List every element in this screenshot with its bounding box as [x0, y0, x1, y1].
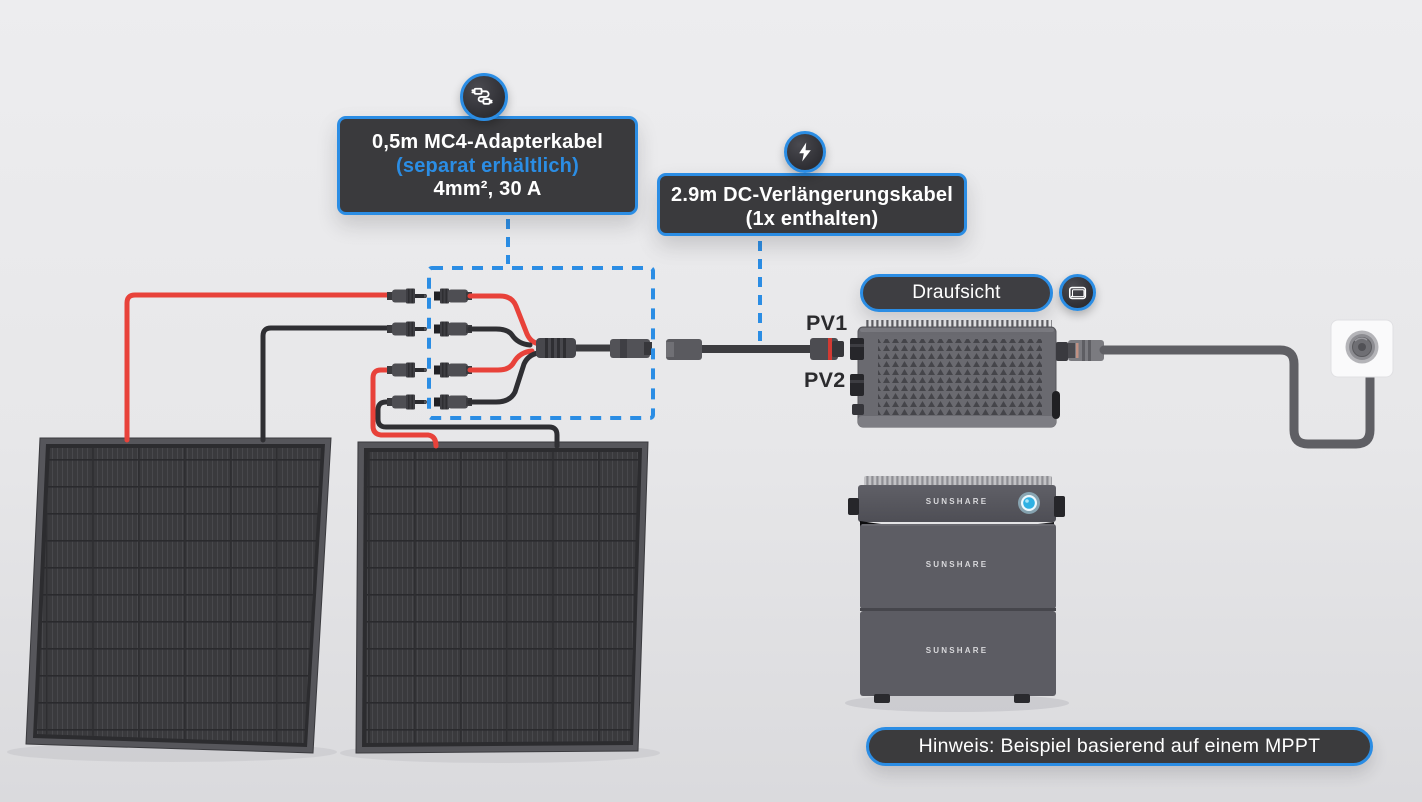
top-view-icon	[1059, 274, 1096, 311]
wall-outlet	[1330, 319, 1394, 378]
top-view-label: Draufsicht	[912, 282, 1001, 303]
adapter-cable-callout: 0,5m MC4-Adapterkabel (separat erhältlic…	[337, 116, 638, 215]
extension-cable-line2: (1x enthalten)	[745, 207, 879, 230]
top-view-badge: Draufsicht	[860, 274, 1053, 312]
panel-wires	[124, 292, 560, 449]
solar-panel-left	[25, 437, 332, 754]
extension-cable-line1: 2.9m DC-Verlängerungskabel	[671, 184, 953, 206]
lightning-icon	[784, 131, 826, 173]
inline-connector	[536, 338, 652, 358]
brand-logo-top: SUNSHARE	[925, 497, 989, 506]
note-label: Hinweis: Beispiel basierend auf einem MP…	[918, 735, 1321, 757]
adapter-cable-line3: 4mm², 30 A	[433, 178, 542, 200]
mc4-adapter-region	[427, 219, 762, 420]
brand-logo-bottom: SUNSHARE	[925, 646, 989, 655]
note-badge: Hinweis: Beispiel basierend auf einem MP…	[866, 727, 1373, 766]
adapter-cable-line1: 0,5m MC4-Adapterkabel	[372, 131, 603, 153]
pv2-label: PV2	[804, 368, 846, 392]
status-led	[1018, 492, 1040, 514]
extension-cable-callout: 2.9m DC-Verlängerungskabel (1x enthalten…	[657, 173, 967, 236]
cable-adapter-icon	[460, 73, 508, 121]
battery-tower	[848, 476, 1065, 703]
solar-panel-right	[355, 441, 649, 754]
grid-cable	[1068, 340, 1375, 449]
adapter-cable-line2: (separat erhältlich)	[396, 154, 579, 177]
dc-extension-cable	[666, 338, 844, 360]
inverter-top-view	[850, 320, 1068, 428]
pv1-label: PV1	[806, 311, 848, 335]
mc4-adapter-cable	[467, 293, 543, 405]
brand-logo-middle: SUNSHARE	[925, 560, 989, 569]
